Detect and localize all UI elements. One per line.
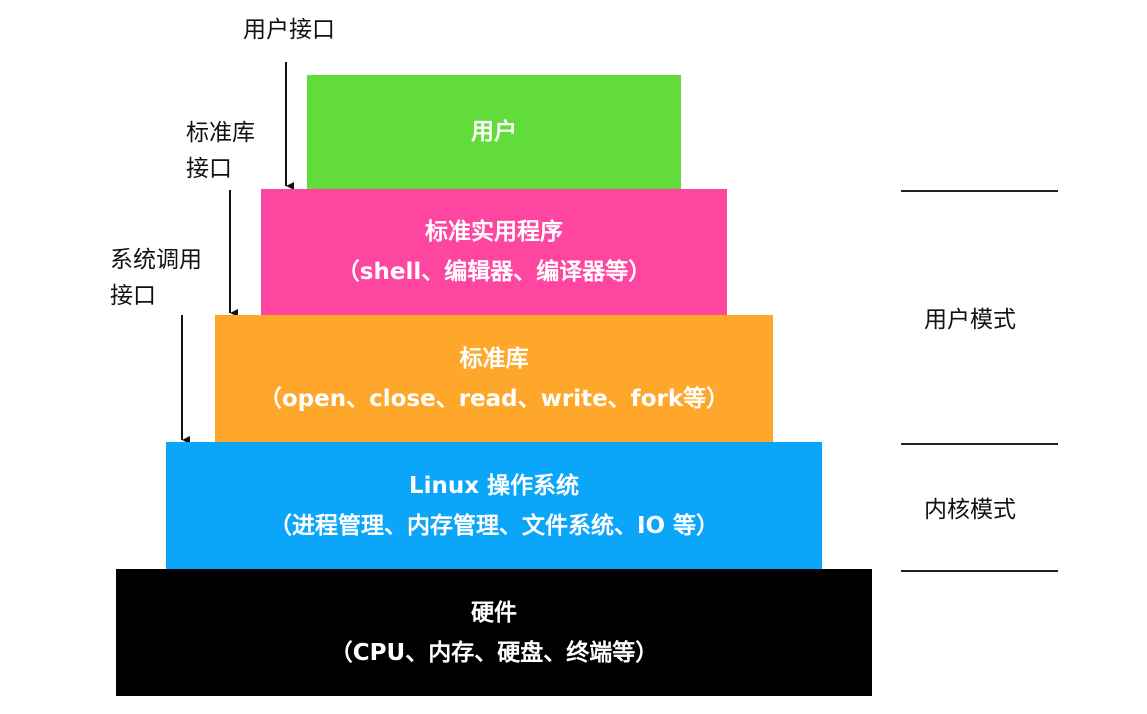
mode-divider-middle [901,443,1058,445]
layer-hardware-subtitle: （CPU、内存、硬盘、终端等） [329,639,659,666]
stdlib-interface-label: 标准库 接口 [186,115,255,187]
syscall-interface-line-1: 系统调用 [110,247,202,273]
mode-divider-bottom [901,570,1058,572]
layer-standard-library: 标准库 （open、close、read、write、fork等） [215,315,773,442]
layer-utilities-title: 标准实用程序 [425,219,563,245]
user-interface-line-1: 用户接口 [243,17,335,43]
user-interface-label: 用户接口 [243,12,335,48]
layer-linux-os: Linux 操作系统 （进程管理、内存管理、文件系统、IO 等） [166,442,822,569]
syscall-interface-line-2: 接口 [110,283,156,309]
layer-standard-utilities: 标准实用程序 （shell、编辑器、编译器等） [261,189,727,315]
layer-user: 用户 [307,75,681,189]
layer-stdlib-subtitle: （open、close、read、write、fork等） [258,385,730,412]
layer-hardware: 硬件 （CPU、内存、硬盘、终端等） [116,569,872,696]
stdlib-interface-line-2: 接口 [186,156,232,182]
kernel-mode-label: 内核模式 [924,497,1016,523]
layer-hardware-title: 硬件 [471,599,517,626]
syscall-interface-label: 系统调用 接口 [110,242,202,314]
mode-divider-top [901,190,1058,192]
layer-os-subtitle: （进程管理、内存管理、文件系统、IO 等） [268,512,720,539]
layer-utilities-subtitle: （shell、编辑器、编译器等） [336,259,652,285]
stdlib-interface-line-1: 标准库 [186,120,255,146]
layer-stdlib-title: 标准库 [459,345,529,372]
layer-os-title: Linux 操作系统 [408,472,580,499]
user-mode-label: 用户模式 [924,307,1016,333]
layer-user-title: 用户 [471,119,517,145]
